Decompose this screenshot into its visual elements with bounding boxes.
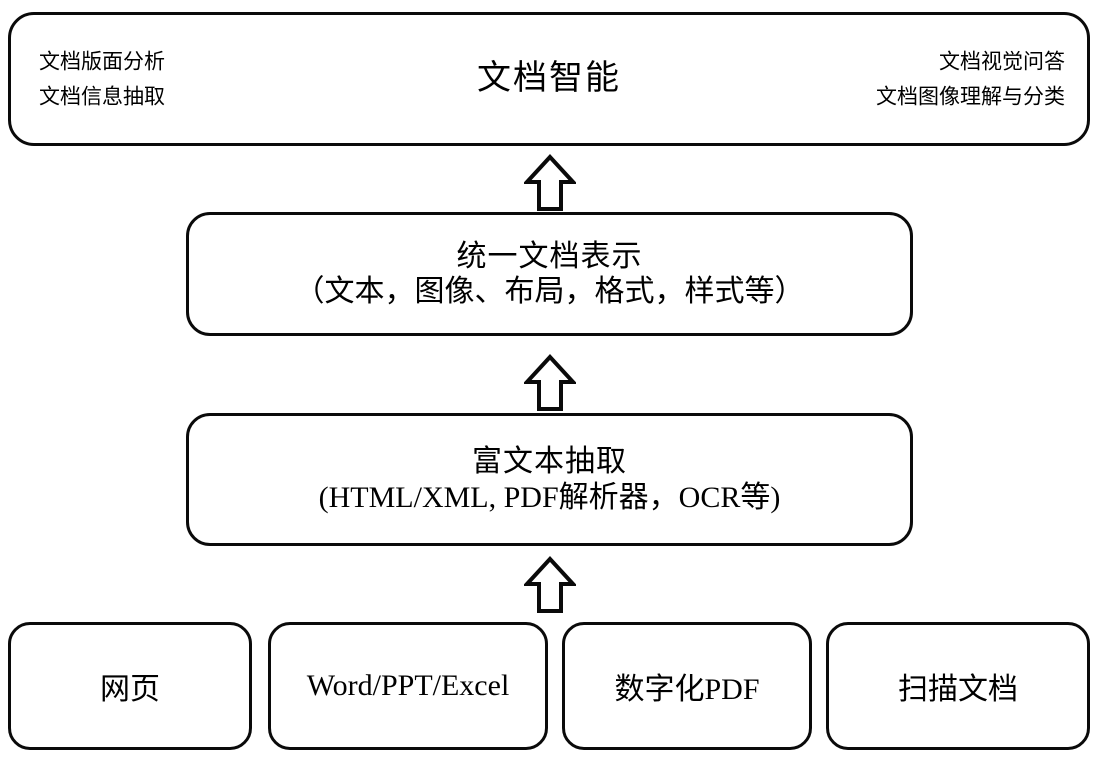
task-document-layout-analysis: 文档版面分析	[39, 49, 165, 74]
unified-representation-title: 统一文档表示	[456, 239, 643, 273]
rich-text-extraction-text: 富文本抽取 (HTML/XML, PDF解析器，OCR等)	[319, 444, 781, 515]
up-arrow-icon	[524, 154, 576, 212]
task-document-image-understanding-classification: 文档图像理解与分类	[876, 84, 1065, 109]
source-box-web-page: 网页	[8, 622, 252, 750]
up-arrow-icon	[524, 556, 576, 614]
rich-text-extraction-box: 富文本抽取 (HTML/XML, PDF解析器，OCR等)	[186, 413, 913, 546]
source-label-scanned-doc: 扫描文档	[898, 673, 1018, 706]
task-document-visual-qa: 文档视觉问答	[939, 49, 1065, 74]
top-left-task-list: 文档版面分析 文档信息抽取	[39, 50, 165, 107]
unified-representation-text: 统一文档表示 （文本，图像、布局，格式，样式等）	[295, 239, 805, 310]
task-document-information-extraction: 文档信息抽取	[39, 84, 165, 109]
rich-text-extraction-detail: (HTML/XML, PDF解析器，OCR等)	[318, 480, 781, 514]
source-box-office-docs: Word/PPT/Excel	[268, 622, 548, 750]
unified-representation-detail: （文本，图像、布局，格式，样式等）	[294, 275, 805, 308]
source-label-office-docs: Word/PPT/Excel	[306, 669, 510, 702]
diagram-title: 文档智能	[477, 60, 621, 97]
rich-text-extraction-title: 富文本抽取	[471, 445, 627, 479]
unified-document-representation-box: 统一文档表示 （文本，图像、布局，格式，样式等）	[186, 212, 913, 336]
source-label-digital-pdf: 数字化PDF	[614, 673, 760, 706]
up-arrow-icon	[524, 354, 576, 412]
document-intelligence-box: 文档版面分析 文档信息抽取 文档智能 文档视觉问答 文档图像理解与分类	[8, 12, 1090, 146]
source-box-digital-pdf: 数字化PDF	[562, 622, 812, 750]
source-label-web-page: 网页	[100, 673, 160, 706]
top-right-task-list: 文档视觉问答 文档图像理解与分类	[876, 50, 1065, 107]
source-box-scanned-doc: 扫描文档	[826, 622, 1090, 750]
